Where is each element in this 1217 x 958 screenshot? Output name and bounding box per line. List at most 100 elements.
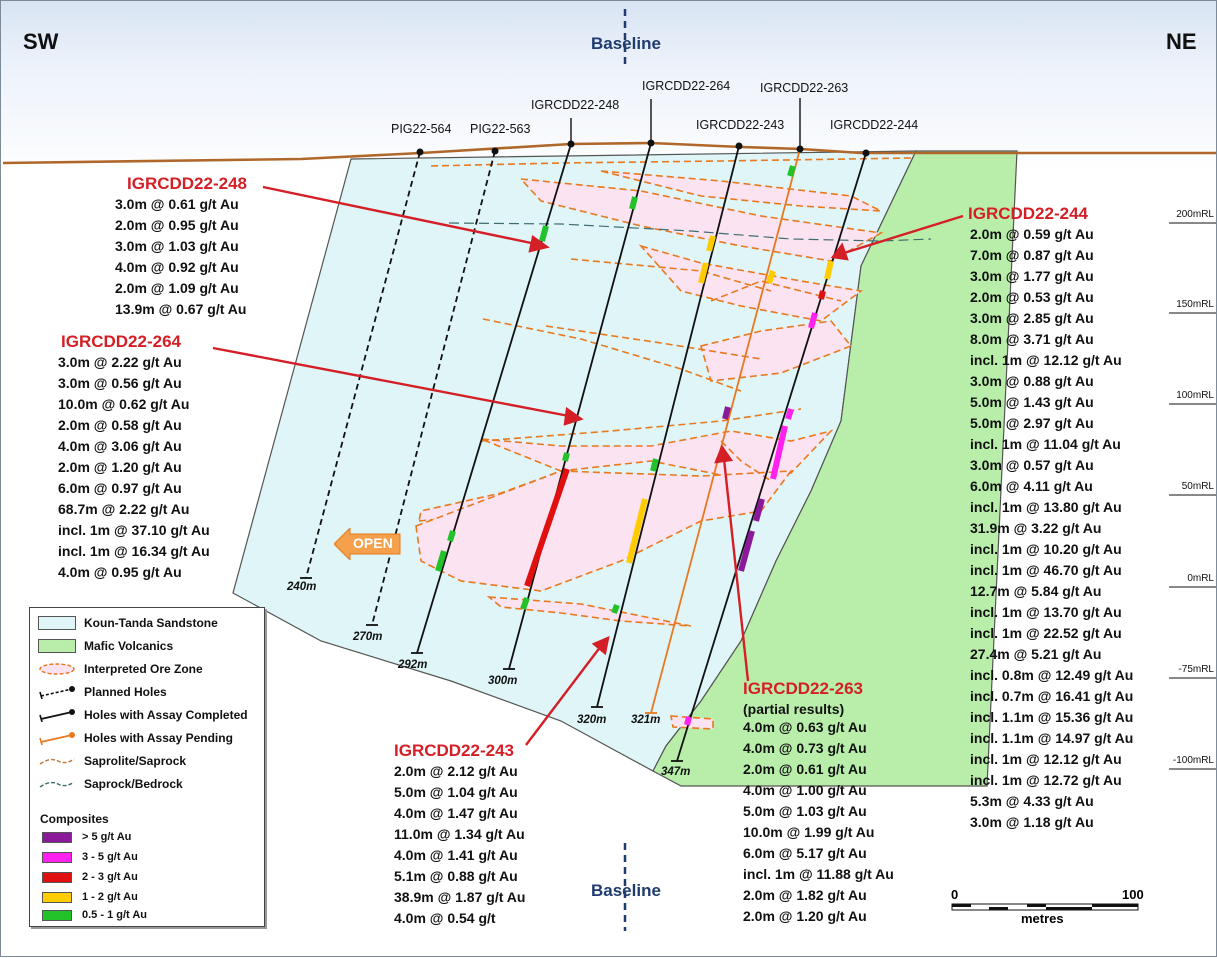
hole-label-pig564: PIG22-564: [391, 122, 452, 136]
rl-label-0: 0mRL: [1187, 573, 1214, 584]
intercept-row: 38.9m @ 1.87 g/t Au: [394, 889, 526, 905]
scale-start-label: 0: [951, 887, 959, 902]
intercept-row: 5.3m @ 4.33 g/t Au: [970, 793, 1094, 809]
intercepts-264-title: IGRCDD22-264: [61, 332, 181, 351]
intercept-row: 7.0m @ 0.87 g/t Au: [970, 247, 1094, 263]
rl-label-minus100: -100mRL: [1172, 755, 1214, 766]
collar-leaders: [570, 98, 801, 149]
intercept-row: incl. 1m @ 22.52 g/t Au: [970, 625, 1122, 641]
intercept-row: 3.0m @ 0.56 g/t Au: [58, 375, 182, 391]
intercept-row: 13.9m @ 0.67 g/t Au: [115, 301, 247, 317]
intercept-row: incl. 1m @ 10.20 g/t Au: [970, 541, 1122, 557]
ore-zone-pod: [670, 715, 714, 730]
composite-244-purple-a: [753, 498, 765, 522]
intercept-row: 2.0m @ 1.82 g/t Au: [743, 887, 867, 903]
composite-264-green-c: [539, 225, 549, 242]
composite-248-green-c: [520, 596, 530, 611]
rl-label-150: 150mRL: [1176, 299, 1214, 310]
composite-243-green: [629, 196, 638, 210]
intercept-row: incl. 1.1m @ 15.36 g/t Au: [970, 709, 1134, 725]
hole-label-263: IGRCDD22-263: [760, 81, 849, 95]
intercepts-244: IGRCDD22-244 2.0m @ 0.59 g/t Au 7.0m @ 0…: [968, 204, 1133, 833]
composite-248-green-a: [447, 530, 456, 542]
intercepts-248-title: IGRCDD22-248: [127, 174, 247, 193]
intercept-row: incl. 1m @ 12.72 g/t Au: [970, 772, 1122, 788]
hole-label-243: IGRCDD22-243: [696, 118, 785, 132]
baseline-label-bottom: Baseline: [591, 881, 661, 900]
intercept-row: 2.0m @ 1.09 g/t Au: [115, 280, 239, 296]
intercept-row: 27.4m @ 5.21 g/t Au: [970, 646, 1102, 662]
ore-zone-upper-2: [638, 244, 863, 322]
intercept-row: 11.0m @ 1.34 g/t Au: [394, 826, 525, 842]
intercept-row: 31.9m @ 3.22 g/t Au: [970, 520, 1102, 536]
ore-zone-upper-3: [600, 170, 882, 212]
planned-hole-icon: [39, 686, 75, 699]
open-label: OPEN: [353, 535, 393, 551]
hole-label-pig563: PIG22-563: [470, 122, 531, 136]
composite-swatch: [42, 892, 72, 903]
composite-243-purple: [722, 406, 731, 420]
rl-label-200: 200mRL: [1176, 209, 1214, 220]
intercepts-243: IGRCDD22-243 2.0m @ 2.12 g/t Au 5.0m @ 1…: [394, 741, 525, 929]
composite-263-pod: [684, 716, 692, 726]
composite-243-yellow-b: [698, 262, 709, 284]
bedrock-line-icon: [39, 781, 75, 788]
hole-264-trace: [508, 142, 652, 670]
intercept-row: incl. 1m @ 11.88 g/t Au: [743, 866, 894, 882]
intercept-row: 5.0m @ 1.43 g/t Au: [970, 394, 1094, 410]
intercept-row: 5.0m @ 2.97 g/t Au: [970, 415, 1094, 431]
intercept-row: 3.0m @ 0.61 g/t Au: [115, 196, 239, 212]
composite-263-yellow: [766, 270, 776, 284]
intercept-row: incl. 1m @ 13.80 g/t Au: [970, 499, 1122, 515]
intercept-row: incl. 1m @ 13.70 g/t Au: [970, 604, 1122, 620]
intercept-row: 10.0m @ 1.99 g/t Au: [743, 824, 875, 840]
intercept-row: 6.0m @ 0.97 g/t Au: [58, 480, 182, 496]
rl-label-minus75: -75mRL: [1178, 664, 1214, 675]
ore-zone-mid: [700, 320, 853, 382]
composite-263-magenta: [785, 408, 794, 420]
intercept-row: 4.0m @ 1.00 g/t Au: [743, 782, 867, 798]
intercepts-243-title: IGRCDD22-243: [394, 741, 514, 760]
composite-248-green-b: [435, 550, 447, 572]
intercept-row: incl. 1m @ 12.12 g/t Au: [970, 352, 1122, 368]
composite-244-yellow: [824, 260, 834, 280]
intercept-row: 4.0m @ 0.92 g/t Au: [115, 259, 239, 275]
depth-label-244: 347m: [661, 766, 691, 778]
composite-244-red: [818, 290, 826, 300]
intercepts-263: IGRCDD22-263 (partial results) 4.0m @ 0.…: [743, 679, 894, 927]
scale-bar: 0 100 metres: [951, 887, 1144, 927]
intercept-row: incl. 1m @ 11.04 g/t Au: [970, 436, 1121, 452]
intercepts-243-list: 2.0m @ 2.12 g/t Au 5.0m @ 1.04 g/t Au 4.…: [394, 761, 525, 929]
intercept-row: 3.0m @ 0.88 g/t Au: [970, 373, 1094, 389]
rl-label-100: 100mRL: [1176, 390, 1214, 401]
intercepts-248: IGRCDD22-248 3.0m @ 0.61 g/t Au 2.0m @ 0…: [115, 174, 247, 320]
intercept-row: 2.0m @ 0.59 g/t Au: [970, 226, 1094, 242]
depth-label-pig564: 240m: [287, 581, 317, 593]
hole-label-264: IGRCDD22-264: [642, 79, 731, 93]
hole-243-trace: [596, 145, 740, 708]
intercept-row: incl. 1.1m @ 14.97 g/t Au: [970, 730, 1134, 746]
intercept-row: incl. 1m @ 37.10 g/t Au: [58, 522, 210, 538]
intercepts-264: IGRCDD22-264 3.0m @ 2.22 g/t Au 3.0m @ 0…: [58, 332, 210, 583]
intercept-row: 2.0m @ 1.20 g/t Au: [743, 908, 867, 924]
composite-244-magenta-a: [808, 312, 818, 329]
depth-label-243: 320m: [577, 714, 607, 726]
ore-zone-outlines: [430, 157, 912, 482]
intercept-row: 4.0m @ 0.54 g/t: [394, 910, 496, 926]
intercept-row: 3.0m @ 1.18 g/t Au: [970, 814, 1094, 830]
composite-263-green-a: [787, 165, 796, 177]
intercepts-244-list: 2.0m @ 0.59 g/t Au 7.0m @ 0.87 g/t Au 3.…: [970, 224, 1133, 833]
intercept-row: 5.1m @ 0.88 g/t Au: [394, 868, 518, 884]
intercept-row: 3.0m @ 1.03 g/t Au: [115, 238, 239, 254]
intercept-row: 3.0m @ 2.85 g/t Au: [970, 310, 1094, 326]
intercept-row: 4.0m @ 3.06 g/t Au: [58, 438, 182, 454]
intercept-row: 4.0m @ 0.63 g/t Au: [743, 719, 867, 735]
pending-hole-icon: [39, 732, 75, 745]
composite-264-green: [650, 458, 659, 472]
completed-hole-icon: [39, 709, 75, 722]
intercept-row: 2.0m @ 0.53 g/t Au: [970, 289, 1094, 305]
composite-243-yellow-a: [706, 235, 716, 252]
intercepts-263-list: 4.0m @ 0.63 g/t Au 4.0m @ 0.73 g/t Au 2.…: [743, 717, 894, 927]
ore-zones: [415, 170, 884, 730]
